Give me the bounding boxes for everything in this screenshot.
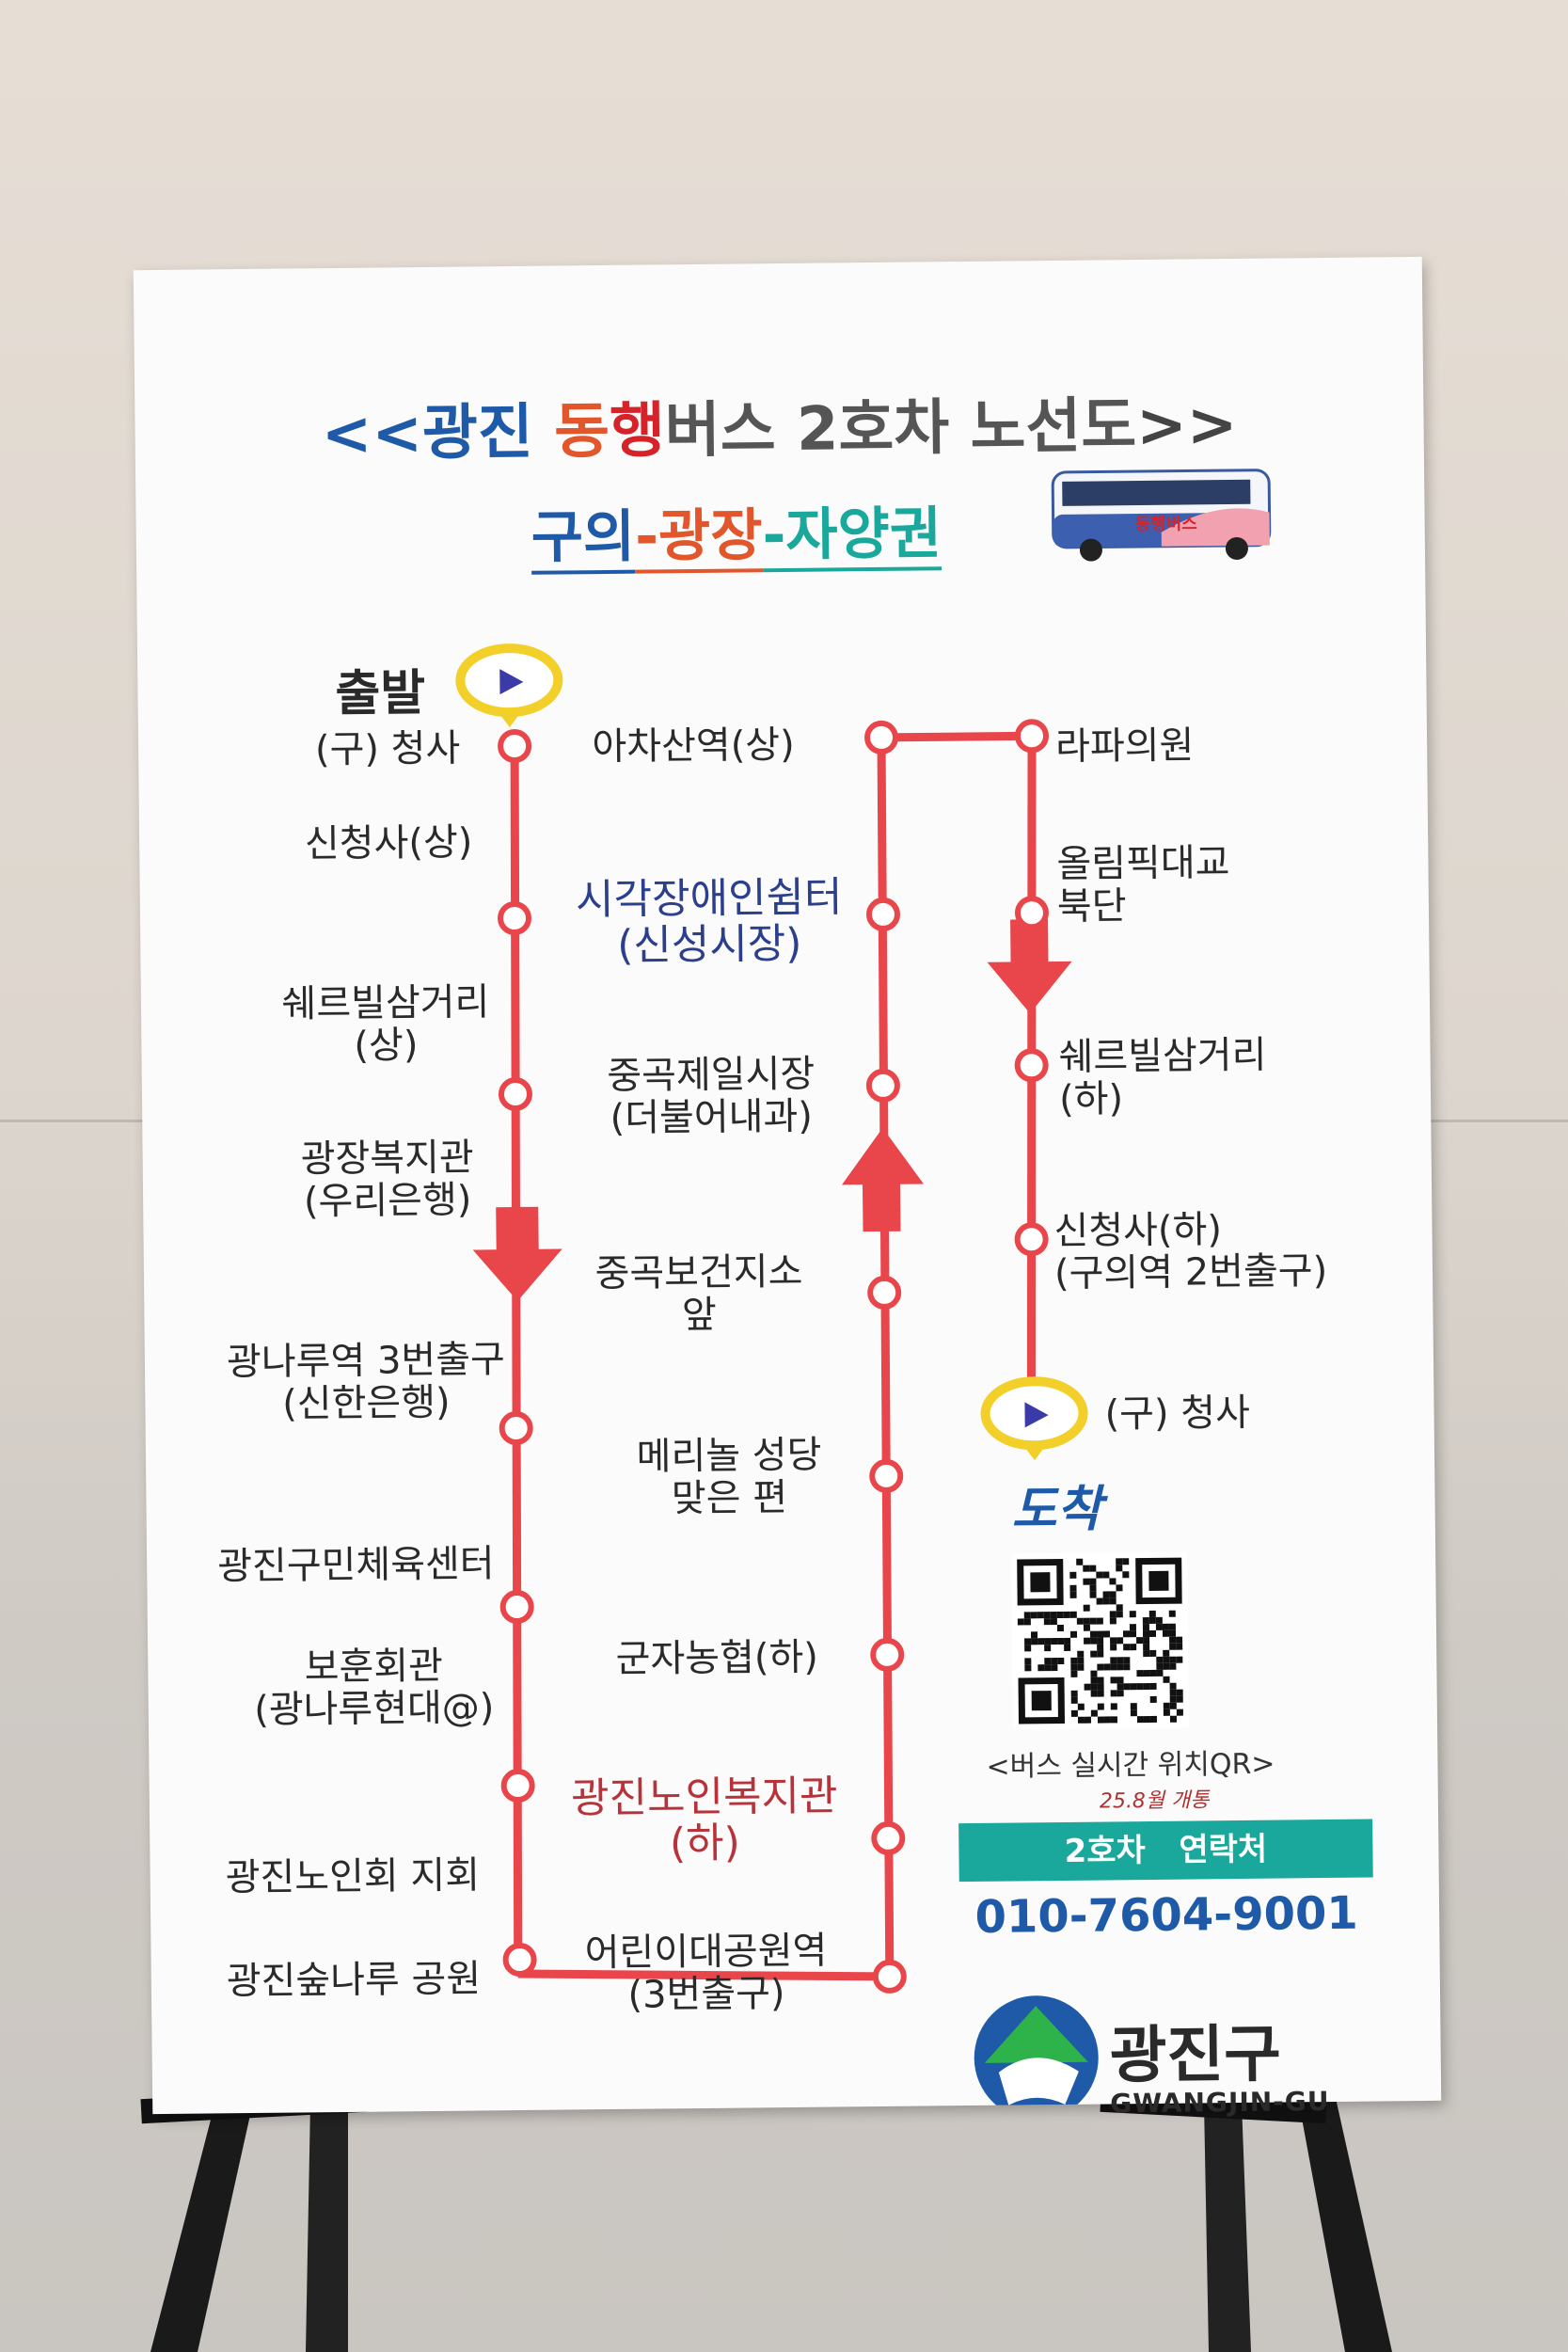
up-arrow-middle bbox=[841, 1127, 924, 1232]
stop-left-8: 광진노인회 지회 bbox=[225, 1853, 481, 1900]
stop-middle-4: 중곡보건지소 앞 bbox=[594, 1249, 803, 1337]
middle-stop-markers bbox=[864, 720, 907, 1994]
contact-label: 2호차 연락처 bbox=[958, 1819, 1373, 1883]
route-diagram: 동행버스 bbox=[455, 469, 1272, 2115]
stop-middle-3: 중곡제일시장 (더불어내과) bbox=[607, 1052, 816, 1140]
right-stop-markers bbox=[1014, 719, 1050, 1257]
stop-middle-5: 메리놀 성당 맞은 편 bbox=[636, 1433, 822, 1521]
stop-left-1: (구) 청사 bbox=[314, 726, 461, 772]
stop-middle-1: 아차산역(상) bbox=[592, 723, 795, 770]
stop-right-2: 올림픽대교 북단 bbox=[1056, 841, 1230, 929]
svg-text:동행버스: 동행버스 bbox=[1134, 514, 1196, 534]
logo-name-english: GWANGJIN-GU bbox=[1110, 2086, 1330, 2120]
stop-left-9: 광진숲나루 공원 bbox=[226, 1957, 482, 2004]
bus-illustration: 동행버스 bbox=[1051, 469, 1272, 562]
qr-caption: <버스 실시간 위치QR> bbox=[986, 1747, 1275, 1784]
stop-left-2: 신청사(상) bbox=[304, 820, 473, 866]
end-label: 도착 bbox=[1011, 1481, 1102, 1539]
route-map-poster: <<광진 동행버스 2호차 노선도>> 구의-광장-자양권 동행버스 bbox=[133, 256, 1442, 2119]
stop-middle-7: 광진노인복지관 (하) bbox=[570, 1772, 838, 1868]
end-pin-icon bbox=[980, 1376, 1088, 1461]
stop-right-5: (구) 청사 bbox=[1104, 1391, 1251, 1437]
stop-right-4: 신청사(하) (구의역 2번출구) bbox=[1053, 1208, 1328, 1295]
stop-right-1: 라파의원 bbox=[1054, 723, 1195, 769]
start-pin-icon bbox=[455, 644, 563, 728]
gwangjin-logo-icon bbox=[974, 1995, 1099, 2115]
logo-name: 광진구 bbox=[1109, 2017, 1282, 2092]
stop-left-6: 광진구민체육센터 bbox=[216, 1542, 495, 1589]
down-arrow-right bbox=[987, 919, 1072, 1014]
contact-phone: 010-7604-9001 bbox=[974, 1886, 1359, 1944]
left-stop-markers bbox=[498, 729, 537, 1978]
stop-right-3: 쉐르빌삼거리 (하) bbox=[1058, 1033, 1267, 1121]
stop-left-3: 쉐르빌삼거리 (상) bbox=[281, 980, 490, 1068]
open-date: 25.8월 개통 bbox=[1099, 1788, 1210, 1814]
down-arrow-left bbox=[472, 1206, 562, 1302]
stop-middle-8: 어린이대공원역 (3번출구) bbox=[584, 1929, 828, 2017]
stop-left-7: 보훈회관 (광나루현대@) bbox=[253, 1644, 495, 1732]
stop-middle-6: 군자농협(하) bbox=[615, 1635, 819, 1681]
qr-code bbox=[1011, 1551, 1190, 1730]
stop-left-5: 광나루역 3번출구 (신한은행) bbox=[226, 1338, 506, 1426]
stop-left-4: 광장복지관 (우리은행) bbox=[300, 1136, 474, 1224]
start-label: 출발 bbox=[335, 665, 426, 723]
stop-middle-2: 시각장애인쉼터 (신성시장) bbox=[575, 873, 843, 971]
